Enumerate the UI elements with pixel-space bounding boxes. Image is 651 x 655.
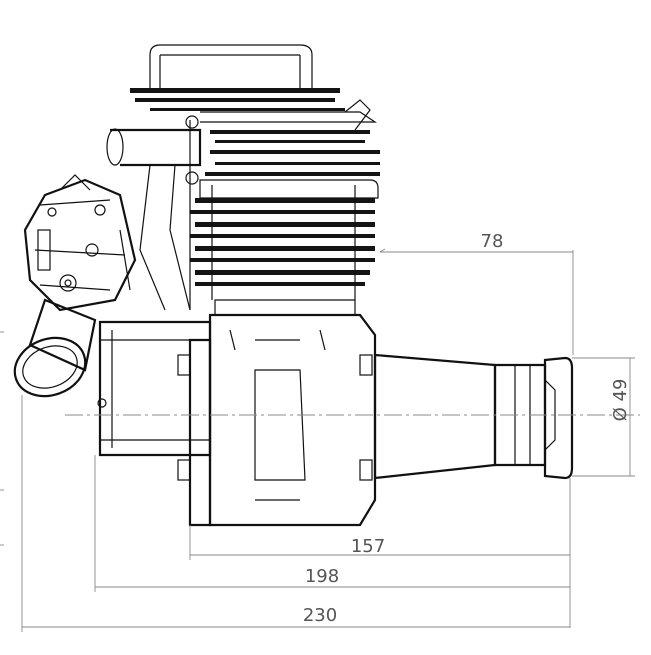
dimension-78: 78 [481, 231, 504, 252]
carburetor [23, 174, 137, 312]
dimension-diameter-49: Ø 49 [610, 379, 631, 422]
crankcase [97, 313, 377, 527]
intake-manifold [106, 115, 202, 311]
dimension-230: 230 [303, 605, 337, 626]
cylinder-fins [190, 179, 379, 316]
dimension-157: 157 [351, 536, 385, 557]
dimension-198: 198 [305, 566, 339, 587]
prop-hub [373, 353, 574, 480]
dimension-lines [0, 248, 635, 632]
engine-outline [13, 44, 640, 527]
cylinder-head [130, 44, 380, 176]
velocity-stack [13, 298, 97, 398]
